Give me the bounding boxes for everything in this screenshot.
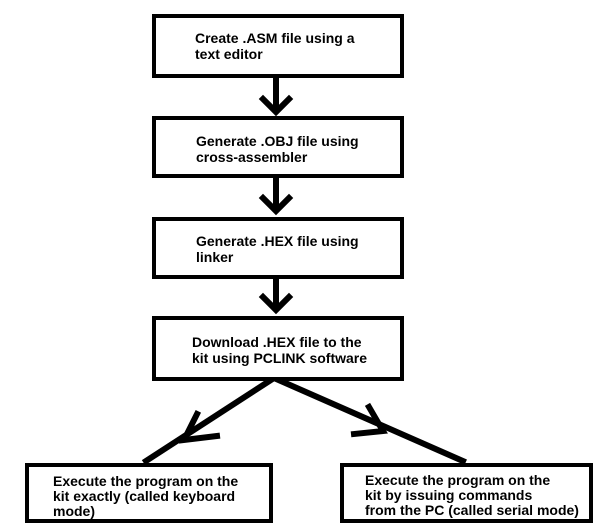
arrow-download-hex-to-execute-keyboard [141, 373, 279, 466]
flow-box-generate-hex: Generate .HEX file using linker [152, 217, 404, 279]
flow-box-execute-serial-mode: Execute the program on the kit by issuin… [340, 463, 593, 523]
flow-box-download-hex: Download .HEX file to the kit using PCLI… [152, 316, 404, 381]
arrow-generate-obj-to-generate-hex [258, 175, 294, 216]
flow-box-execute-keyboard-mode: Execute the program on the kit exactly (… [25, 463, 273, 523]
flow-box-generate-obj: Generate .OBJ file using cross-assembler [152, 116, 404, 178]
arrow-generate-hex-to-download-hex [258, 276, 294, 315]
arrow-download-hex-to-execute-serial [270, 374, 467, 465]
flow-box-create-asm: Create .ASM file using a text editor [152, 14, 404, 78]
arrow-create-asm-to-generate-obj [258, 75, 294, 117]
